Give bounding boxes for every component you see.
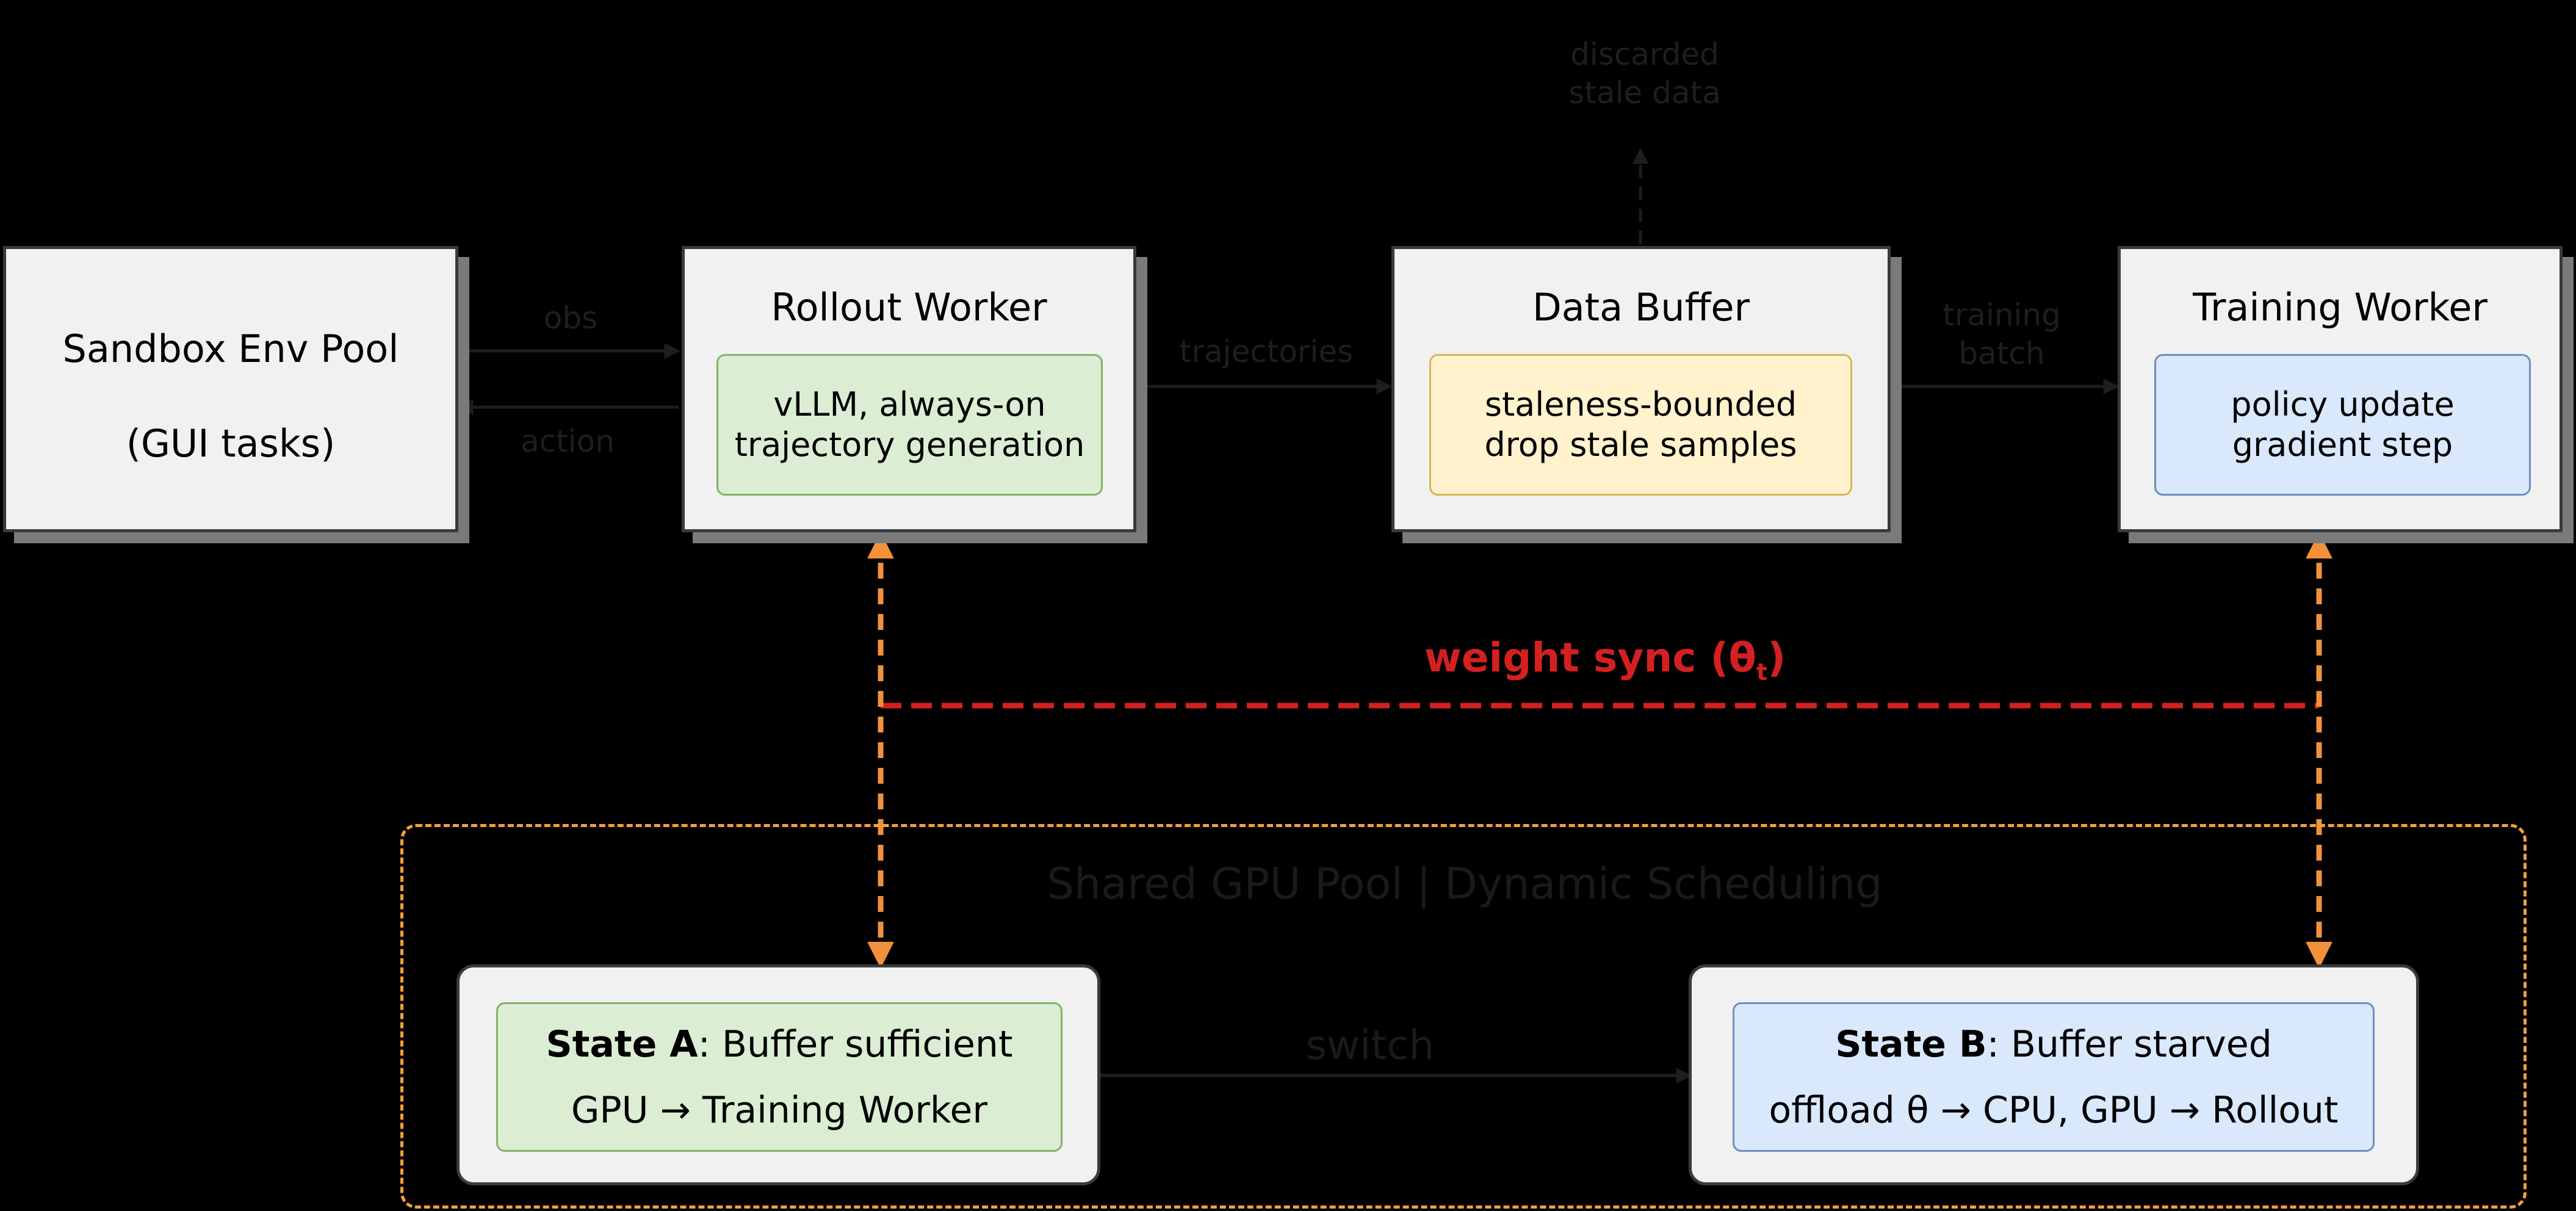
rollout-inner-line2: trajectory generation xyxy=(734,425,1085,464)
buffer-title: Data Buffer xyxy=(1532,285,1750,330)
rollout-inner-line1: vLLM, always-on xyxy=(773,385,1046,424)
state-b-name: State B xyxy=(1835,1022,1987,1066)
state-a-line1: State A: Buffer sufficient xyxy=(546,1011,1013,1077)
state-a-line2: GPU → Training Worker xyxy=(571,1088,988,1132)
buffer-inner-line1: staleness-bounded xyxy=(1484,385,1797,424)
training-batch-line2: batch xyxy=(1958,335,2045,371)
switch-label: switch xyxy=(1305,1022,1435,1069)
weight-sync-label: weight sync (θt) xyxy=(1391,638,1819,684)
state-a-node: State A: Buffer sufficient GPU → Trainin… xyxy=(456,964,1100,1185)
sandbox-env-pool-node: Sandbox Env Pool (GUI tasks) xyxy=(3,246,458,532)
state-a-name: State A xyxy=(546,1022,698,1066)
discarded-line2: stale data xyxy=(1568,74,1721,110)
state-b-line1: State B: Buffer starved xyxy=(1835,1011,2272,1077)
weight-sync-subscript: t xyxy=(1756,659,1768,686)
rollout-title: Rollout Worker xyxy=(771,285,1047,330)
state-b-node: State B: Buffer starved offload θ → CPU,… xyxy=(1689,964,2419,1185)
weight-sync-text: weight sync (θ xyxy=(1424,634,1756,681)
training-title: Training Worker xyxy=(2193,285,2488,330)
weight-sync-close: ) xyxy=(1767,634,1786,681)
action-label: action xyxy=(521,424,615,459)
trajectories-label: trajectories xyxy=(1179,334,1354,369)
state-b-inner: State B: Buffer starved offload θ → CPU,… xyxy=(1733,1002,2375,1152)
discarded-line1: discarded xyxy=(1570,37,1719,72)
state-b-line2: offload θ → CPU, GPU → Rollout xyxy=(1769,1088,2339,1132)
training-batch-label: training batch xyxy=(1910,296,2093,372)
training-worker-node: Training Worker policy update gradient s… xyxy=(2118,246,2563,532)
rollout-worker-node: Rollout Worker vLLM, always-on trajector… xyxy=(682,246,1136,532)
sandbox-subtitle: (GUI tasks) xyxy=(126,421,336,466)
shared-gpu-pool-container xyxy=(400,824,2527,1209)
training-inner-line2: gradient step xyxy=(2232,425,2453,464)
rollout-inner: vLLM, always-on trajectory generation xyxy=(716,354,1103,496)
pool-title: Shared GPU Pool | Dynamic Scheduling xyxy=(1047,859,1883,909)
state-b-desc: : Buffer starved xyxy=(1986,1022,2272,1066)
obs-label: obs xyxy=(543,300,598,336)
state-a-desc: : Buffer sufficient xyxy=(698,1022,1013,1066)
state-a-inner: State A: Buffer sufficient GPU → Trainin… xyxy=(496,1002,1063,1152)
data-buffer-node: Data Buffer staleness-bounded drop stale… xyxy=(1391,246,1891,532)
training-inner: policy update gradient step xyxy=(2154,354,2531,496)
buffer-inner: staleness-bounded drop stale samples xyxy=(1429,354,1852,496)
buffer-inner-line2: drop stale samples xyxy=(1484,425,1797,464)
discarded-label: discarded stale data xyxy=(1538,35,1752,112)
training-batch-line1: training xyxy=(1943,297,2061,333)
sandbox-title: Sandbox Env Pool xyxy=(62,327,399,371)
training-inner-line1: policy update xyxy=(2231,385,2455,424)
